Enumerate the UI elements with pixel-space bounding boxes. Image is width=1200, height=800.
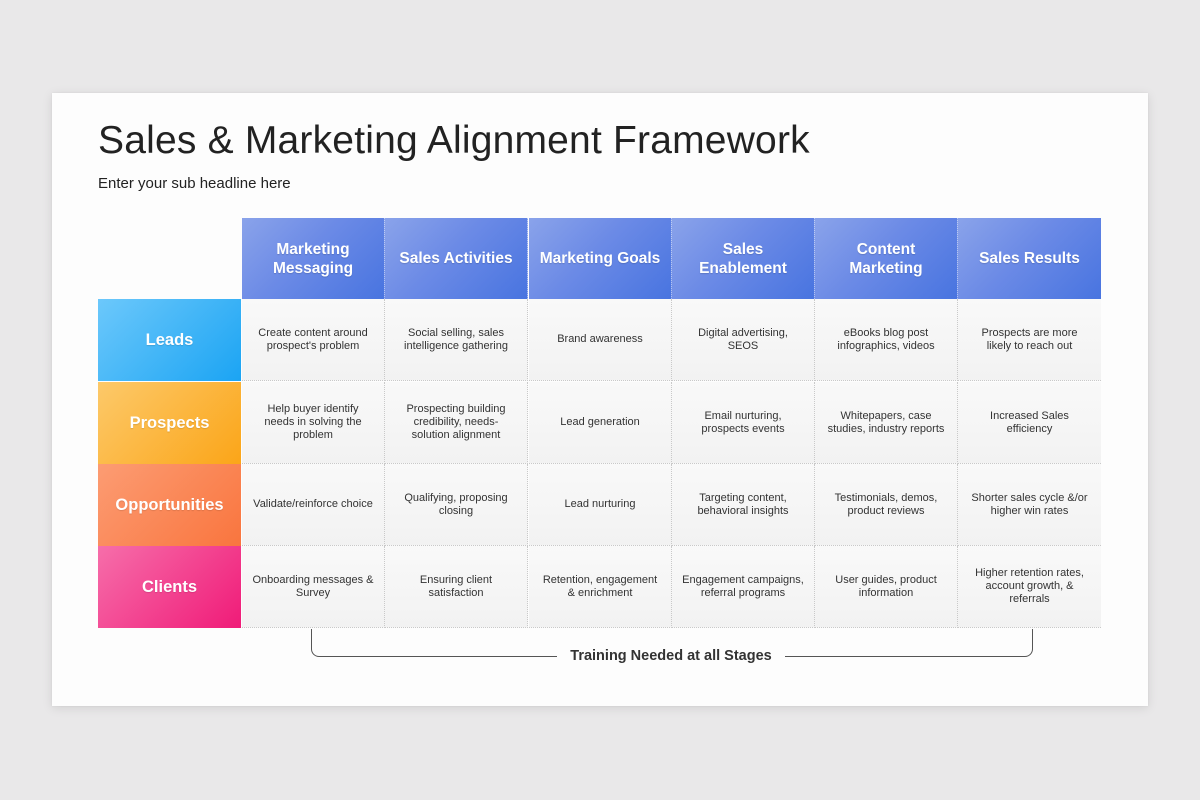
table-cell: Create content around prospect's problem — [242, 299, 385, 381]
table-cell: Ensuring client satisfaction — [385, 546, 528, 628]
training-label: Training Needed at all Stages — [557, 646, 785, 666]
table-cell: Engagement campaigns, referral programs — [672, 546, 815, 628]
row-header-opportunities: Opportunities — [98, 464, 241, 546]
table-cell: Prospecting building credibility, needs-… — [385, 382, 528, 464]
slide: Sales & Marketing Alignment Framework En… — [52, 93, 1148, 706]
table-cell: Shorter sales cycle &/or higher win rate… — [958, 464, 1101, 546]
slide-title: Sales & Marketing Alignment Framework — [98, 119, 810, 162]
table-cell: Prospects are more likely to reach out — [958, 299, 1101, 381]
table-cell: Whitepapers, case studies, industry repo… — [815, 382, 958, 464]
column-header-sales-activities: Sales Activities — [385, 218, 528, 299]
row-header-prospects: Prospects — [98, 382, 241, 464]
table-cell: Lead generation — [529, 382, 672, 464]
table-cell: Digital advertising, SEOS — [672, 299, 815, 381]
row-header-leads: Leads — [98, 299, 241, 381]
row-header-clients: Clients — [98, 546, 241, 628]
table-cell: Qualifying, proposing closing — [385, 464, 528, 546]
table-cell: Higher retention rates, account growth, … — [958, 546, 1101, 628]
column-header-marketing-goals: Marketing Goals — [529, 218, 672, 299]
column-header-sales-enablement: Sales Enablement — [672, 218, 815, 299]
column-header-sales-results: Sales Results — [958, 218, 1101, 299]
table-cell: eBooks blog post infographics, videos — [815, 299, 958, 381]
table-cell: Onboarding messages & Survey — [242, 546, 385, 628]
column-header-content-marketing: Content Marketing — [815, 218, 958, 299]
table-cell: Help buyer identify needs in solving the… — [242, 382, 385, 464]
slide-subtitle: Enter your sub headline here — [98, 175, 291, 192]
table-cell: Targeting content, behavioral insights — [672, 464, 815, 546]
column-header-marketing-messaging: Marketing Messaging — [242, 218, 385, 299]
table-cell: Validate/reinforce choice — [242, 464, 385, 546]
table-cell: User guides, product information — [815, 546, 958, 628]
table-cell: Brand awareness — [529, 299, 672, 381]
table-cell: Email nurturing, prospects events — [672, 382, 815, 464]
table-cell: Increased Sales efficiency — [958, 382, 1101, 464]
table-cell: Retention, engagement & enrichment — [529, 546, 672, 628]
table-cell: Testimonials, demos, product reviews — [815, 464, 958, 546]
table-cell: Lead nurturing — [529, 464, 672, 546]
table-cell: Social selling, sales intelligence gathe… — [385, 299, 528, 381]
